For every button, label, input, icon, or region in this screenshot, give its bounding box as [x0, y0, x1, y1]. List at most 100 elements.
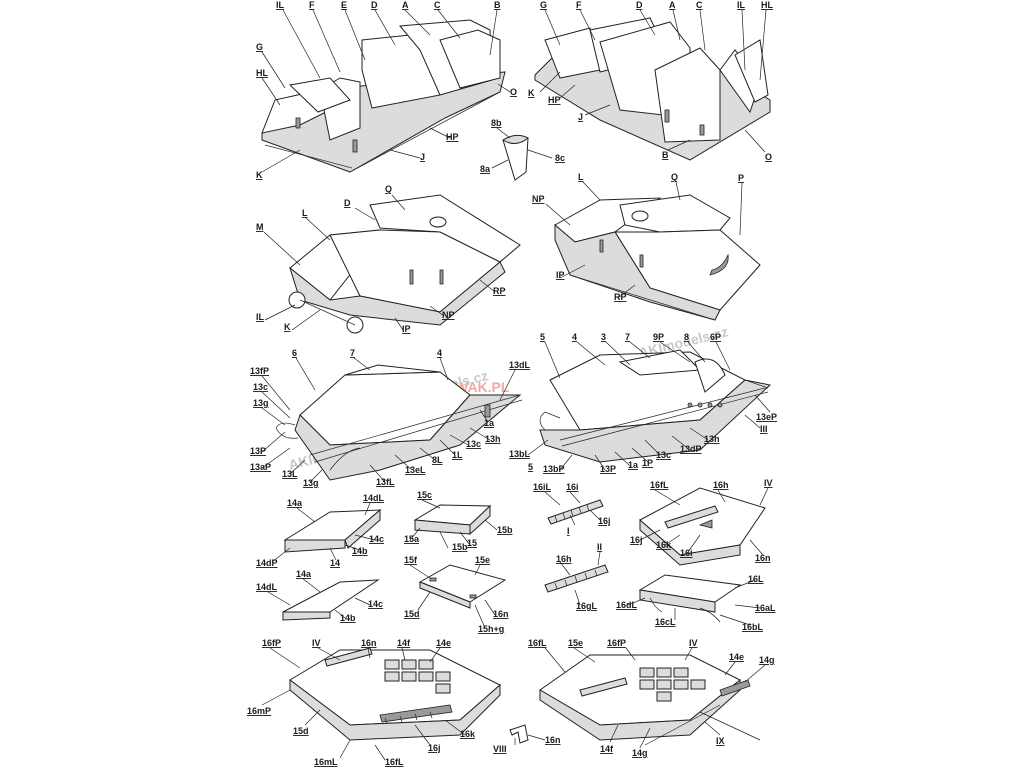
part-label: 13aP — [250, 462, 271, 472]
part-label: 7 — [625, 332, 630, 342]
part-label: G — [256, 42, 263, 52]
part-label: HL — [761, 0, 773, 10]
part-label: 13eP — [756, 412, 777, 422]
part-label: 16n — [493, 609, 509, 619]
part-label: 1a — [484, 418, 495, 428]
part-label: 16mL — [314, 757, 338, 767]
part-label: 14dL — [256, 582, 278, 592]
part-label: 15b — [452, 542, 468, 552]
part-label: 6P — [710, 332, 721, 342]
part-label: 15f — [404, 555, 418, 565]
part-label: 13h — [485, 434, 501, 444]
part-label: 4 — [572, 332, 577, 342]
part-label: IV — [312, 638, 321, 648]
part-label: 13bL — [509, 449, 531, 459]
part-label: IP — [402, 324, 411, 334]
part-label: 8L — [432, 455, 443, 465]
part-label: 3 — [601, 332, 606, 342]
part-label: 15a — [404, 534, 420, 544]
part-label: 15c — [417, 490, 432, 500]
part-label: 14f — [397, 638, 411, 648]
part-label: 16fL — [650, 480, 669, 490]
part-label: 13fP — [250, 366, 269, 376]
part-label: Q — [671, 172, 678, 182]
labels-group-10: 16iL 16i 16j I — [533, 482, 611, 536]
part-label: IL — [737, 0, 746, 10]
part-label: 16fP — [262, 638, 281, 648]
hull-top-right-view — [554, 194, 761, 321]
part-label: 7 — [350, 348, 355, 358]
part-14-view-a — [271, 502, 382, 563]
part-label: D — [371, 0, 378, 10]
part-label: 5 — [540, 332, 545, 342]
part-label: D — [636, 0, 643, 10]
part-label: IV — [764, 478, 773, 488]
hull-fenders-right-view — [539, 349, 772, 463]
part-label: NP — [532, 194, 545, 204]
part-16i-grille — [544, 491, 604, 526]
part-label: 13fL — [376, 477, 395, 487]
part-label: J — [420, 152, 425, 162]
hull-fenders-left-view — [275, 364, 523, 481]
part-label: 14g — [759, 655, 775, 665]
part-label: 9P — [653, 332, 664, 342]
part-label: HL — [256, 68, 268, 78]
part-label: 16fL — [528, 638, 547, 648]
part-label: O — [510, 87, 517, 97]
part-label: 16fL — [385, 757, 404, 767]
part-15-view-b — [409, 564, 507, 629]
part-label: 13dP — [680, 444, 702, 454]
part-label: G — [540, 0, 547, 10]
part-label: B — [494, 0, 501, 10]
part-label: 14a — [287, 498, 303, 508]
part-label: 13eL — [405, 465, 426, 475]
part-label: 16k — [460, 729, 476, 739]
part-label: 16j — [428, 743, 441, 753]
part-label: 5 — [528, 462, 533, 472]
part-label: IP — [556, 270, 565, 280]
labels-group-1: IL F E D A C B G HL K J HP O — [256, 0, 517, 180]
part-label: IX — [716, 736, 725, 746]
part-label: RP — [493, 286, 506, 296]
watermark-text: WAK.PL — [455, 379, 510, 395]
labels-group-11: 16fL 16h IV 16j 16k 16i 16n — [630, 478, 773, 563]
part-label: L — [578, 172, 584, 182]
part-label: 16cL — [655, 617, 676, 627]
part-label: 8c — [555, 153, 565, 163]
rear-deck-right-view — [539, 647, 766, 749]
labels-group-15: 16L 16dL 16aL 16cL 16bL — [616, 574, 776, 632]
hull-frame-left-view — [261, 19, 506, 173]
callout-lines-1 — [261, 9, 511, 173]
part-label: IL — [276, 0, 285, 10]
part-label: 16n — [545, 735, 561, 745]
part-label: 15e — [475, 555, 490, 565]
part-label: 16n — [755, 553, 771, 563]
part-label: 13g — [253, 398, 269, 408]
part-label: K — [256, 170, 263, 180]
part-label: F — [576, 0, 582, 10]
labels-group-9: 15c 15b 15 15b 15a — [404, 490, 513, 552]
part-label: 16fP — [607, 638, 626, 648]
part-label: 8a — [480, 164, 491, 174]
part-label: 14a — [296, 569, 312, 579]
bracket-VIII — [509, 724, 546, 745]
labels-group-16: 16fP IV 16n 14f 14e 16mP 15d 16k 16j 16m… — [247, 638, 561, 767]
hull-top-left-view — [288, 194, 521, 334]
part-label: 14c — [369, 534, 384, 544]
part-label: 16h — [713, 480, 729, 490]
labels-group-12: 14a 14dL 14c 14b — [256, 569, 383, 623]
part-label: K — [284, 322, 291, 332]
part-label: 16h — [556, 554, 572, 564]
labels-group-5: NP L Q P IP RP — [532, 172, 744, 302]
callout-lines-4 — [263, 194, 496, 331]
labels-group-2: G F D A C IL HL K HP J B O — [528, 0, 773, 162]
part-label: 8 — [684, 332, 689, 342]
part-label: HP — [446, 132, 459, 142]
part-label: 16dL — [616, 600, 638, 610]
part-label: RP — [614, 292, 627, 302]
labels-group-3: 8b 8a 8c — [480, 118, 565, 174]
part-label: 16mP — [247, 706, 271, 716]
part-label: 16iL — [533, 482, 552, 492]
hull-frame-right-view — [534, 17, 771, 161]
part-label: 14b — [352, 546, 368, 556]
